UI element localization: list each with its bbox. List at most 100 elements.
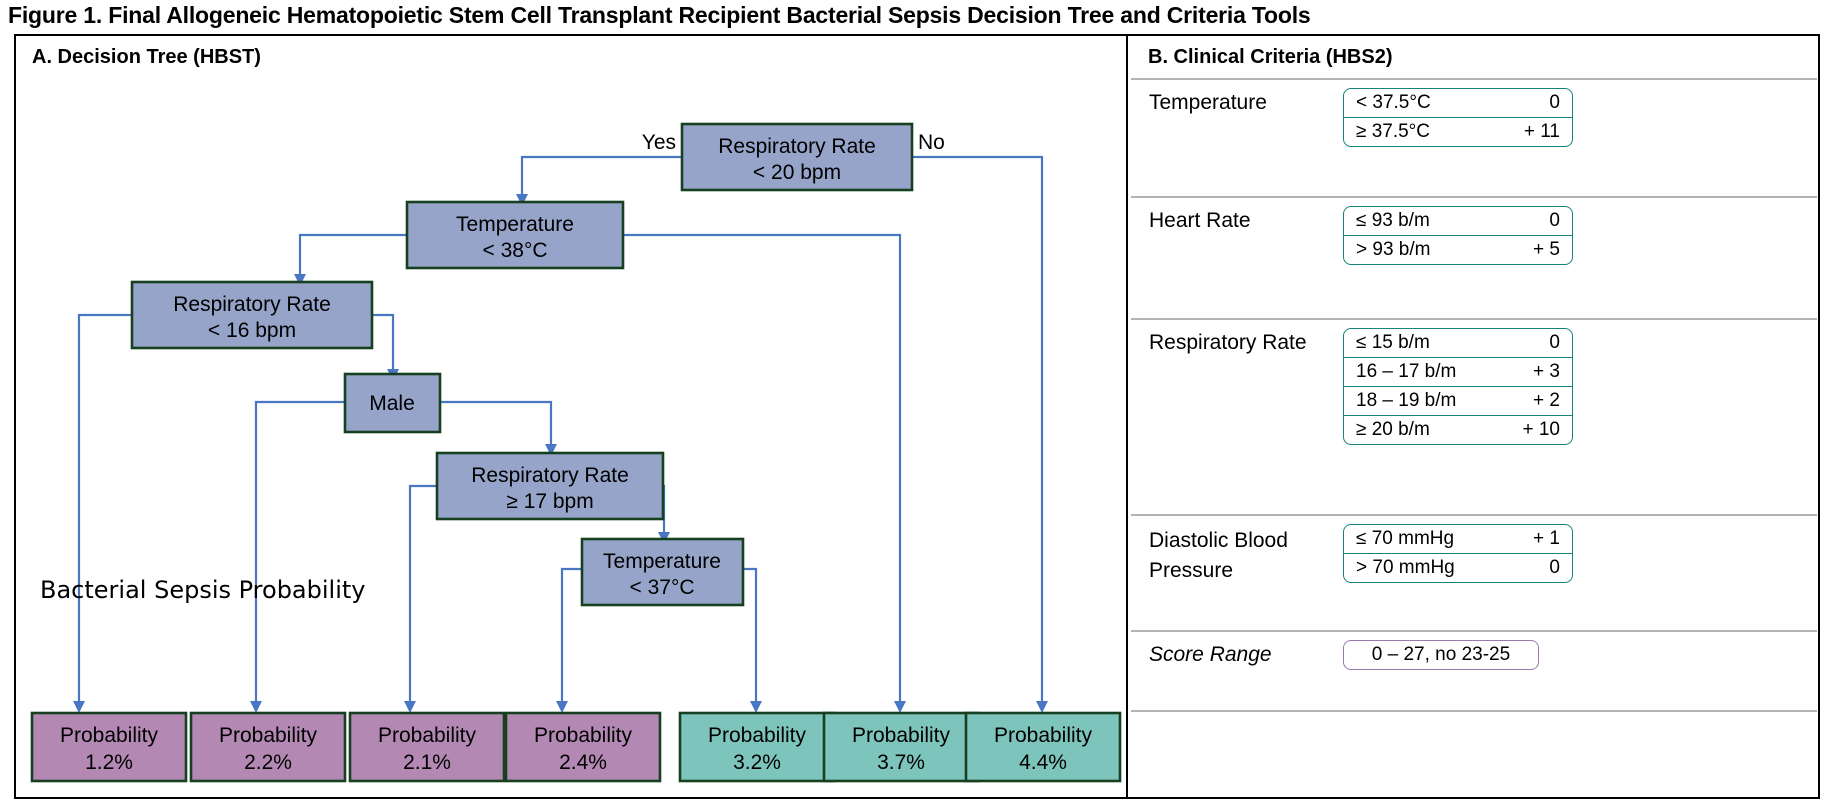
leaf-probability-1[interactable]: Probability 1.2% <box>30 711 188 783</box>
node-line2: ≥ 17 bpm <box>506 490 593 513</box>
criteria-line-score: 0 <box>1549 92 1560 113</box>
arrow-n2-left <box>294 274 306 286</box>
leaf-probability-2[interactable]: Probability 2.2% <box>189 711 347 783</box>
criteria-values[interactable]: ≤ 70 mmHg + 1 > 70 mmHg 0 <box>1343 524 1573 583</box>
criteria-line-score: 0 <box>1549 210 1560 231</box>
edge-label-yes: Yes <box>642 131 676 154</box>
criteria-line-score: + 11 <box>1523 121 1560 142</box>
leaf-label: Probability <box>852 724 951 747</box>
criteria-line-label: 18 – 19 b/m <box>1356 390 1457 411</box>
criteria-line[interactable]: > 70 mmHg 0 <box>1344 553 1572 582</box>
node-line2: < 20 bpm <box>753 161 841 184</box>
node-line1: Respiratory Rate <box>471 464 629 487</box>
criteria-line[interactable]: < 37.5°C 0 <box>1344 89 1572 117</box>
criteria-line-label: ≥ 37.5°C <box>1356 121 1431 142</box>
edge-n3-left <box>77 313 145 701</box>
leaf-value: 1.2% <box>85 751 133 774</box>
edge-n6-left <box>560 567 582 701</box>
criteria-line-label: 16 – 17 b/m <box>1356 361 1457 382</box>
edge-n2-right <box>623 233 902 701</box>
panel-b-heading: B. Clinical Criteria (HBS2) <box>1148 46 1393 68</box>
criteria-name: Heart Rate <box>1149 209 1251 232</box>
criteria-values[interactable]: < 37.5°C 0 ≥ 37.5°C + 11 <box>1343 88 1573 147</box>
criteria-row-respiratory-rate: Respiratory Rate ≤ 15 b/m 0 16 – 17 b/m … <box>1131 318 1817 514</box>
tree-node-temperature-37[interactable]: Temperature < 37°C <box>580 537 745 607</box>
leaf-value: 2.4% <box>559 751 607 774</box>
criteria-bottom-rule <box>1131 710 1817 712</box>
panel-divider <box>1126 34 1128 799</box>
criteria-values[interactable]: ≤ 15 b/m 0 16 – 17 b/m + 3 18 – 19 b/m +… <box>1343 328 1573 445</box>
node-line1: Male <box>369 392 415 415</box>
tree-node-respiratory-rate-16[interactable]: Respiratory Rate < 16 bpm <box>130 280 374 350</box>
leaf-value: 3.2% <box>733 751 781 774</box>
criteria-line[interactable]: 0 – 27, no 23-25 <box>1344 641 1538 669</box>
arrow-n6-left <box>556 701 568 713</box>
leaf-probability-7[interactable]: Probability 4.4% <box>964 711 1122 783</box>
arrow-n4-left <box>250 701 262 713</box>
probability-caption: Bacterial Sepsis Probability <box>40 576 366 604</box>
criteria-line[interactable]: > 93 b/m + 5 <box>1344 235 1572 264</box>
node-line1: Temperature <box>603 550 721 573</box>
leaf-label: Probability <box>708 724 807 747</box>
criteria-row-heart-rate: Heart Rate ≤ 93 b/m 0 > 93 b/m + 5 <box>1131 196 1817 318</box>
criteria-line[interactable]: ≤ 93 b/m 0 <box>1344 207 1572 235</box>
criteria-line-score: 0 <box>1549 332 1560 353</box>
criteria-name: Score Range <box>1149 643 1272 666</box>
leaf-value: 2.1% <box>403 751 451 774</box>
criteria-name: Respiratory Rate <box>1149 331 1307 354</box>
panel-a-heading: A. Decision Tree (HBST) <box>32 46 261 68</box>
leaf-label: Probability <box>60 724 159 747</box>
arrow-n3-left <box>73 701 85 713</box>
criteria-line[interactable]: ≤ 70 mmHg + 1 <box>1344 525 1572 553</box>
leaf-probability-4[interactable]: Probability 2.4% <box>504 711 662 783</box>
tree-node-temperature-38[interactable]: Temperature < 38°C <box>405 200 625 270</box>
edge-label-no: No <box>918 131 945 154</box>
leaf-probability-3[interactable]: Probability 2.1% <box>348 711 506 783</box>
arrow-root-yes <box>516 194 528 206</box>
criteria-name: Diastolic Blood Pressure <box>1149 529 1288 582</box>
decision-tree: Yes No Respiratory Rate < 20 bpm Tempera… <box>30 122 1122 783</box>
tree-node-respiratory-rate-20[interactable]: Respiratory Rate < 20 bpm <box>680 122 914 192</box>
edge-n6-right <box>743 567 758 701</box>
criteria-line-label: > 70 mmHg <box>1356 557 1455 578</box>
edge-root-no <box>912 155 1044 701</box>
criteria-line-label: ≤ 93 b/m <box>1356 210 1430 231</box>
score-range-box[interactable]: 0 – 27, no 23-25 <box>1343 640 1539 670</box>
criteria-line[interactable]: ≥ 20 b/m + 10 <box>1344 415 1572 444</box>
edge-n3-right <box>372 313 395 369</box>
node-line1: Respiratory Rate <box>173 293 331 316</box>
node-line2: < 37°C <box>629 576 694 599</box>
criteria-line[interactable]: ≥ 37.5°C + 11 <box>1344 117 1572 146</box>
edge-n4-left <box>254 400 345 701</box>
edge-n2-left <box>298 233 420 274</box>
criteria-line-score: + 1 <box>1533 528 1560 549</box>
criteria-values[interactable]: ≤ 93 b/m 0 > 93 b/m + 5 <box>1343 206 1573 265</box>
arrow-n5-left <box>404 701 416 713</box>
criteria-line[interactable]: ≤ 15 b/m 0 <box>1344 329 1572 357</box>
criteria-line-label: ≤ 70 mmHg <box>1356 528 1455 549</box>
tree-node-respiratory-rate-17[interactable]: Respiratory Rate ≥ 17 bpm <box>435 451 665 521</box>
leaf-probability-6[interactable]: Probability 3.7% <box>822 711 980 783</box>
criteria-line-label: > 93 b/m <box>1356 239 1431 260</box>
node-line2: < 38°C <box>482 239 547 262</box>
leaf-value: 2.2% <box>244 751 292 774</box>
arrow-n4-right <box>545 444 557 456</box>
leaf-label: Probability <box>378 724 477 747</box>
leaf-probability-5[interactable]: Probability 3.2% <box>678 711 836 783</box>
criteria-name: Temperature <box>1149 91 1267 114</box>
criteria-line-label: ≤ 15 b/m <box>1356 332 1430 353</box>
criteria-line[interactable]: 16 – 17 b/m + 3 <box>1344 357 1572 386</box>
node-line2: < 16 bpm <box>208 319 296 342</box>
criteria-line[interactable]: 18 – 19 b/m + 2 <box>1344 386 1572 415</box>
leaf-label: Probability <box>219 724 318 747</box>
node-line1: Temperature <box>456 213 574 236</box>
leaf-value: 4.4% <box>1019 751 1067 774</box>
leaf-label: Probability <box>994 724 1093 747</box>
arrow-root-no <box>1036 701 1048 713</box>
criteria-line-score: 0 <box>1549 557 1560 578</box>
score-range-value: 0 – 27, no 23-25 <box>1371 644 1511 665</box>
leaf-label: Probability <box>534 724 633 747</box>
tree-node-male[interactable]: Male <box>343 372 442 434</box>
leaf-value: 3.7% <box>877 751 925 774</box>
